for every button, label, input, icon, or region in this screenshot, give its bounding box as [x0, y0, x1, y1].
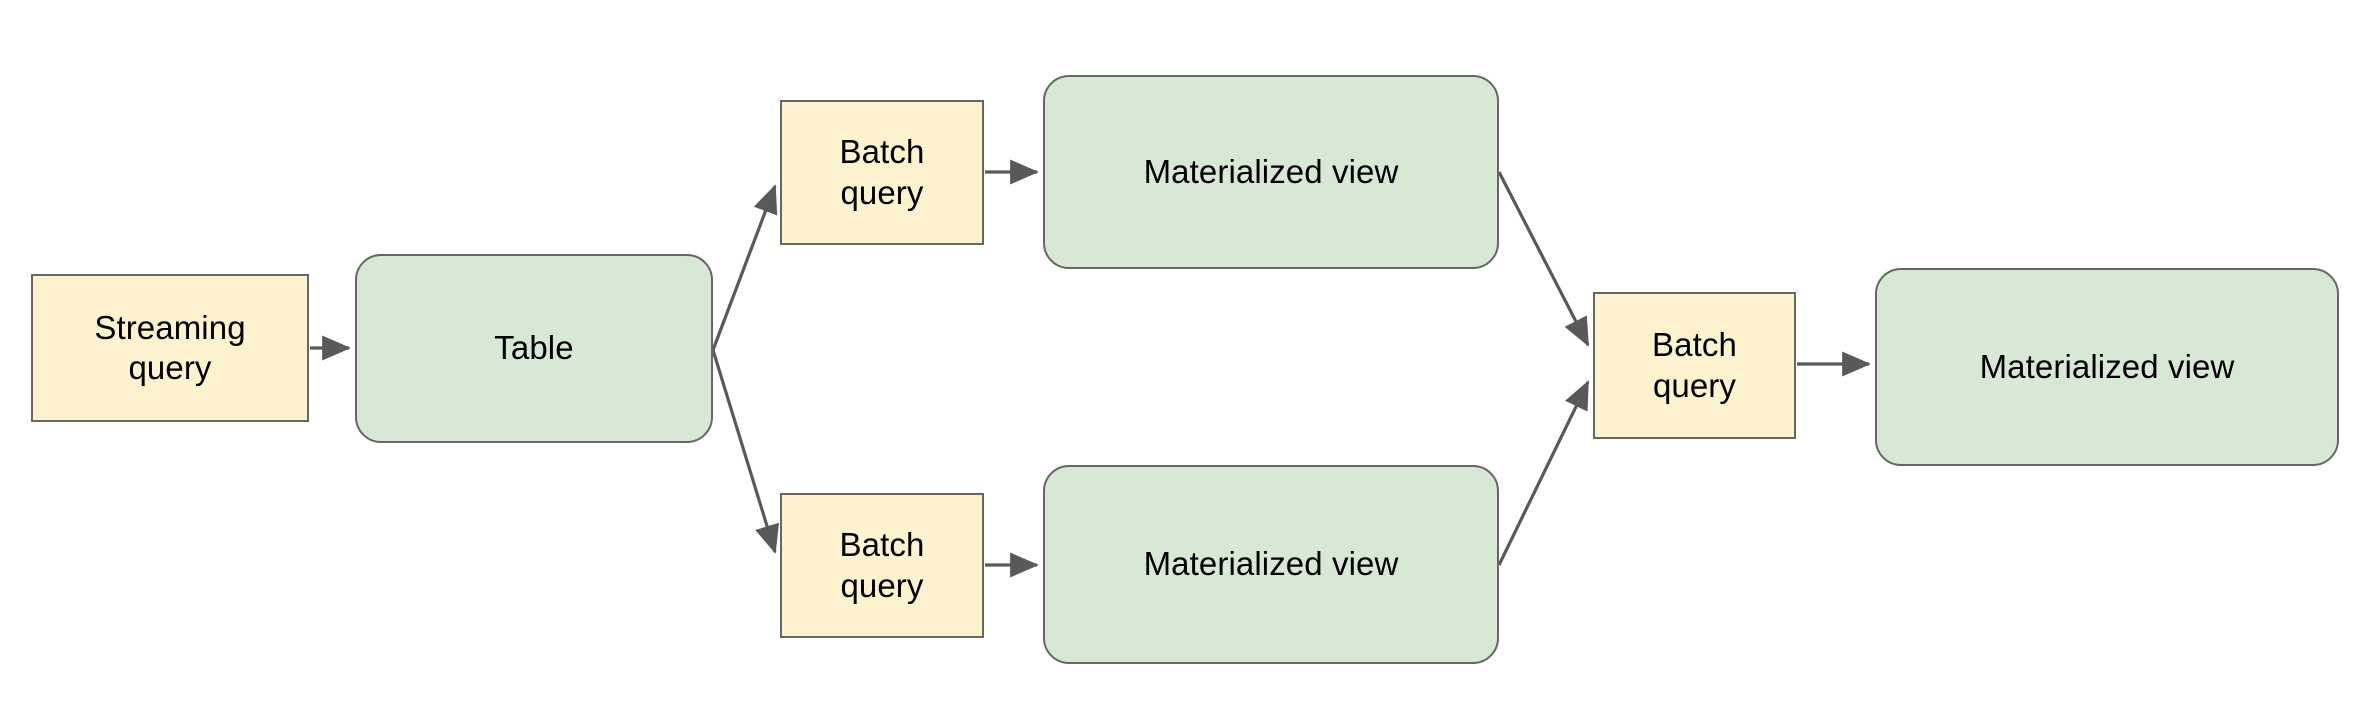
node-label: Batch query: [1652, 326, 1737, 404]
node-streaming-query[interactable]: Streaming query: [31, 274, 309, 422]
node-batch-query-join[interactable]: Batch query: [1593, 292, 1796, 439]
node-batch-query-bottom[interactable]: Batch query: [780, 493, 984, 638]
node-materialized-view-final[interactable]: Materialized view: [1875, 268, 2339, 466]
edge-table-to-batch-top: [711, 184, 778, 351]
node-label: Materialized view: [1979, 347, 2235, 385]
node-label: Table: [494, 329, 574, 367]
node-label: Materialized view: [1143, 545, 1399, 583]
node-table[interactable]: Table: [355, 254, 713, 443]
node-batch-query-top[interactable]: Batch query: [780, 100, 984, 245]
node-materialized-view-top[interactable]: Materialized view: [1043, 75, 1499, 269]
edge-table-to-batch-bottom: [711, 349, 780, 554]
node-materialized-view-bottom[interactable]: Materialized view: [1043, 465, 1499, 664]
node-label: Batch query: [839, 133, 925, 211]
node-label: Streaming query: [94, 308, 246, 386]
edge-mv-top-to-join: [1497, 171, 1590, 347]
edge-mv-bottom-to-join: [1497, 380, 1590, 566]
node-label: Materialized view: [1143, 152, 1399, 190]
node-label: Batch query: [839, 526, 925, 604]
